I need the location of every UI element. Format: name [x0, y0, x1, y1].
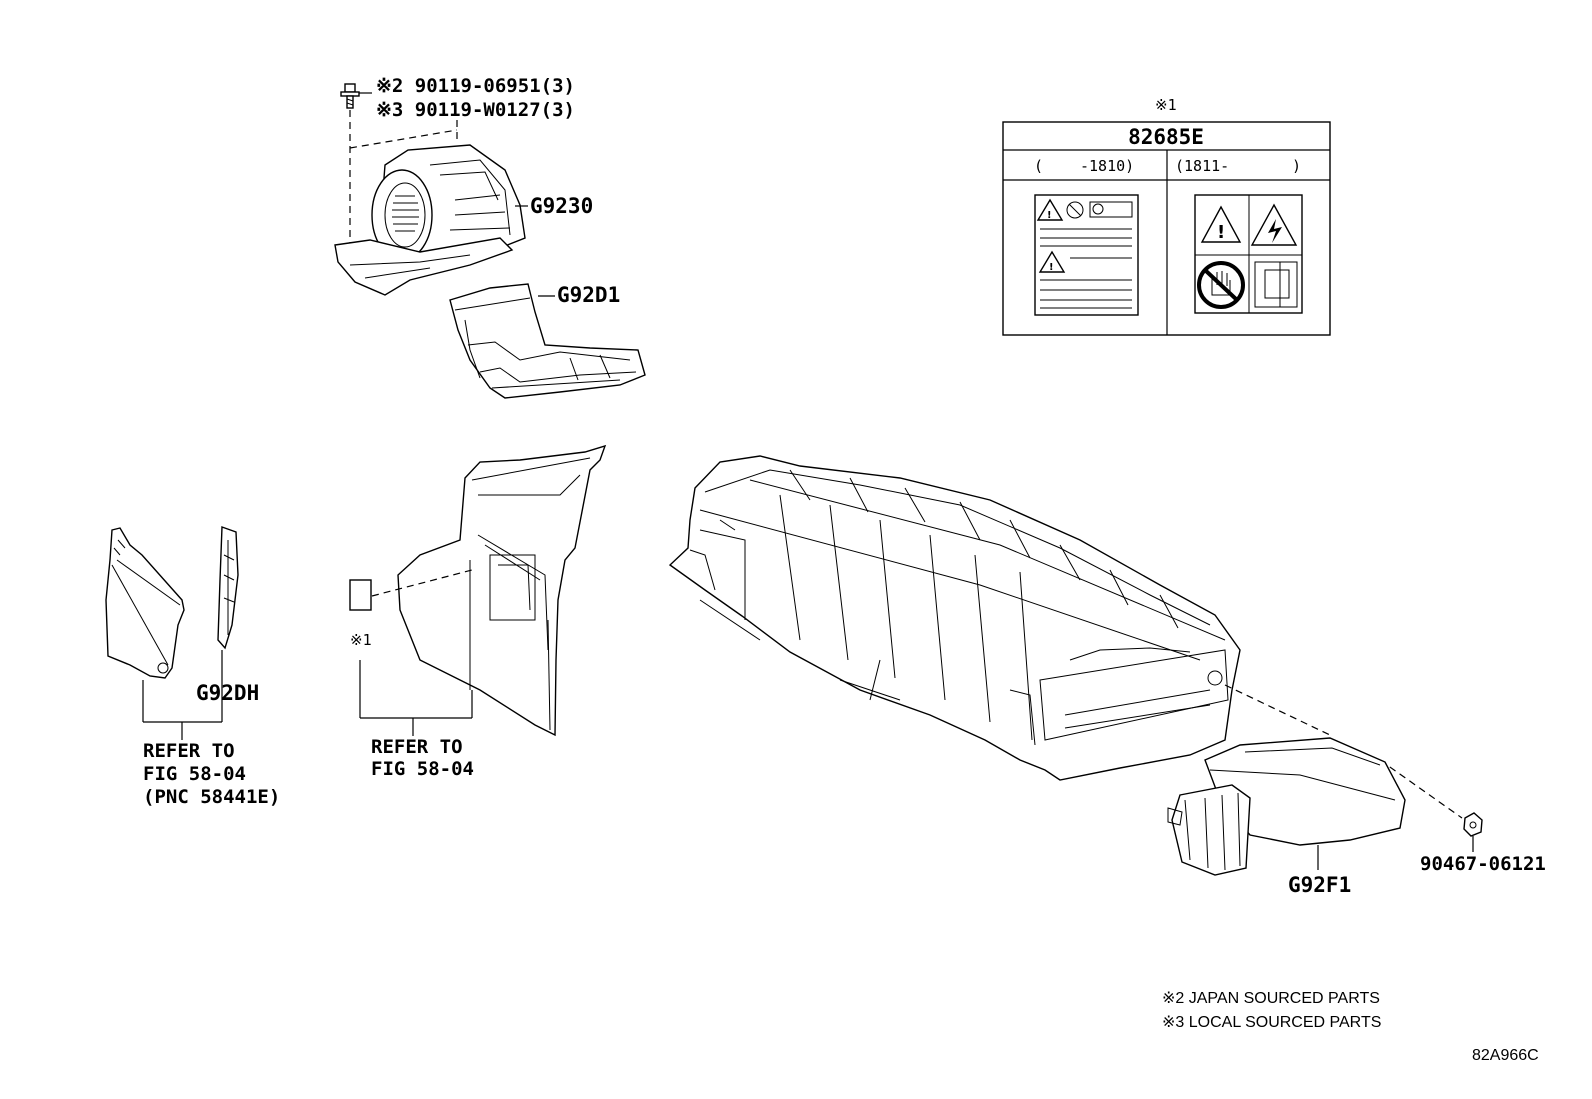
figure-code: 82A966C [1472, 1047, 1539, 1064]
air-duct [449, 283, 646, 399]
refer-left-line3: (PNC 58441E) [143, 786, 280, 808]
center-label-patch [349, 579, 372, 611]
label-part-number: 82685E [1128, 125, 1204, 149]
legend-japan-sourced: ※2 JAPAN SOURCED PARTS [1162, 990, 1380, 1007]
bolt-icon [340, 83, 360, 109]
fastener-label-japan: ※2 90119-06951(3) [376, 75, 575, 97]
left-trim-panel [105, 527, 185, 679]
svg-text:!: ! [1047, 210, 1052, 221]
fastener-label-local: ※3 90119-W0127(3) [376, 99, 575, 121]
hybrid-battery-assembly [668, 455, 1241, 781]
old-caution-label: ! ! [1034, 194, 1139, 316]
svg-text:!: ! [1049, 262, 1054, 273]
part-label-duct: G92D1 [557, 283, 620, 307]
label-range-new-close: ) [1292, 157, 1301, 175]
legend-local-sourced: ※3 LOCAL SOURCED PARTS [1162, 1014, 1381, 1031]
refer-left-line1: REFER TO [143, 740, 235, 762]
refer-left-line2: FIG 58-04 [143, 763, 246, 785]
clip-nut-icon [1463, 812, 1483, 837]
new-caution-label: ! [1194, 194, 1303, 314]
battery-cover [1167, 737, 1406, 876]
center-label-note: ※1 [350, 631, 372, 649]
svg-text:!: ! [1217, 222, 1225, 243]
label-range-old-open: ( [1034, 157, 1043, 175]
part-label-nut: 90467-06121 [1420, 853, 1546, 875]
label-box-note-mark: ※1 [1155, 96, 1177, 114]
label-range-old: -1810) [1080, 157, 1134, 175]
part-label-left-cover: G92DH [196, 681, 259, 705]
center-quarter-trim [397, 444, 607, 737]
refer-center-line2: FIG 58-04 [371, 758, 474, 780]
label-range-new: (1811- [1175, 157, 1229, 175]
blower-fan-assembly [334, 144, 526, 296]
part-label-battery-cover: G92F1 [1288, 873, 1351, 897]
refer-center-line1: REFER TO [371, 736, 463, 758]
part-label-blower: G9230 [530, 194, 593, 218]
left-side-trim-strip [217, 526, 239, 650]
